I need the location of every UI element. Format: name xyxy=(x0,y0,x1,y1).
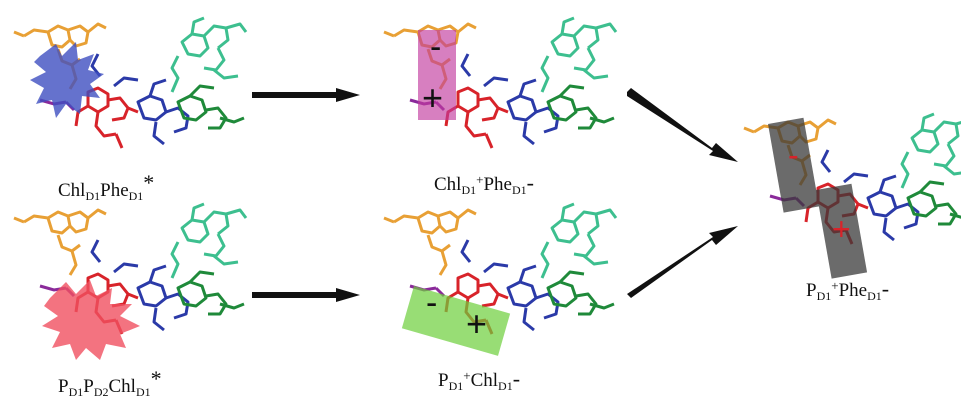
minus-sign: - xyxy=(788,137,799,173)
panel-chl-plus-phe-minus: - + xyxy=(382,16,618,150)
excitation-cloud-blue xyxy=(30,42,104,118)
minus-sign: - xyxy=(430,28,441,66)
plus-sign: + xyxy=(422,77,443,118)
arrows xyxy=(252,88,738,302)
excitation-cloud-red xyxy=(42,280,140,360)
charge-box-grey-upper xyxy=(768,117,820,213)
minus-sign: - xyxy=(426,284,437,322)
panel-pd1-pd2-chl-excited xyxy=(12,202,248,360)
plus-sign: + xyxy=(466,303,487,344)
panel-chl-phe-excited xyxy=(12,16,248,150)
charge-box-grey-lower xyxy=(816,183,868,279)
charge-box-pink xyxy=(418,30,456,120)
plus-sign: + xyxy=(832,211,851,247)
arrow-bottom-horizontal xyxy=(252,288,360,302)
arrow-top-horizontal xyxy=(252,88,360,102)
label-pd1-plus-phe-minus: PD1+PheD1- xyxy=(806,276,890,303)
arrow-diagonal-up xyxy=(627,226,738,298)
panel-pd1-plus-chl-minus: - + xyxy=(382,202,618,356)
label-pd1-pd2-chl-excited: PD1PD2ChlD1* xyxy=(58,366,162,399)
label-pd1-plus-chl-minus: PD1+ChlD1- xyxy=(438,366,521,393)
label-chl-phe-excited: ChlD1PheD1* xyxy=(58,170,155,203)
label-chl-plus-phe-minus: ChlD1+PheD1- xyxy=(434,170,534,197)
charge-box-green xyxy=(401,286,511,356)
arrow-diagonal-down xyxy=(627,88,738,162)
panel-pd1-plus-phe-minus: - + xyxy=(742,112,961,279)
